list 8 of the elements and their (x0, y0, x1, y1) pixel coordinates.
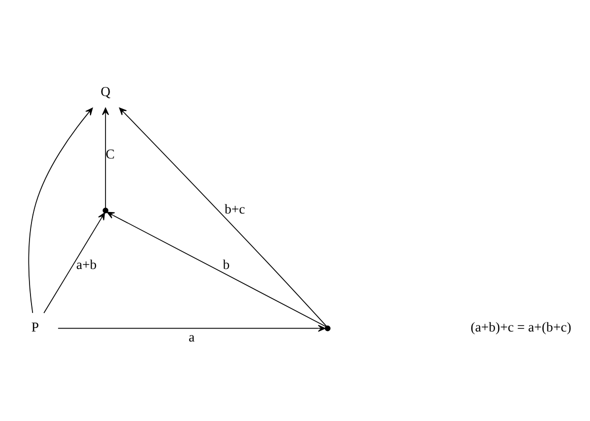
edge-label: a+b (76, 256, 97, 272)
edge-label: a (188, 330, 195, 345)
edge-label: b (222, 256, 230, 272)
node-text: Q (100, 84, 110, 99)
label: (a+b)+c = a+(b+c) (470, 320, 572, 335)
edge-label: b+c (224, 202, 246, 217)
edge-label: C (106, 146, 115, 162)
node-text: P (31, 320, 39, 335)
